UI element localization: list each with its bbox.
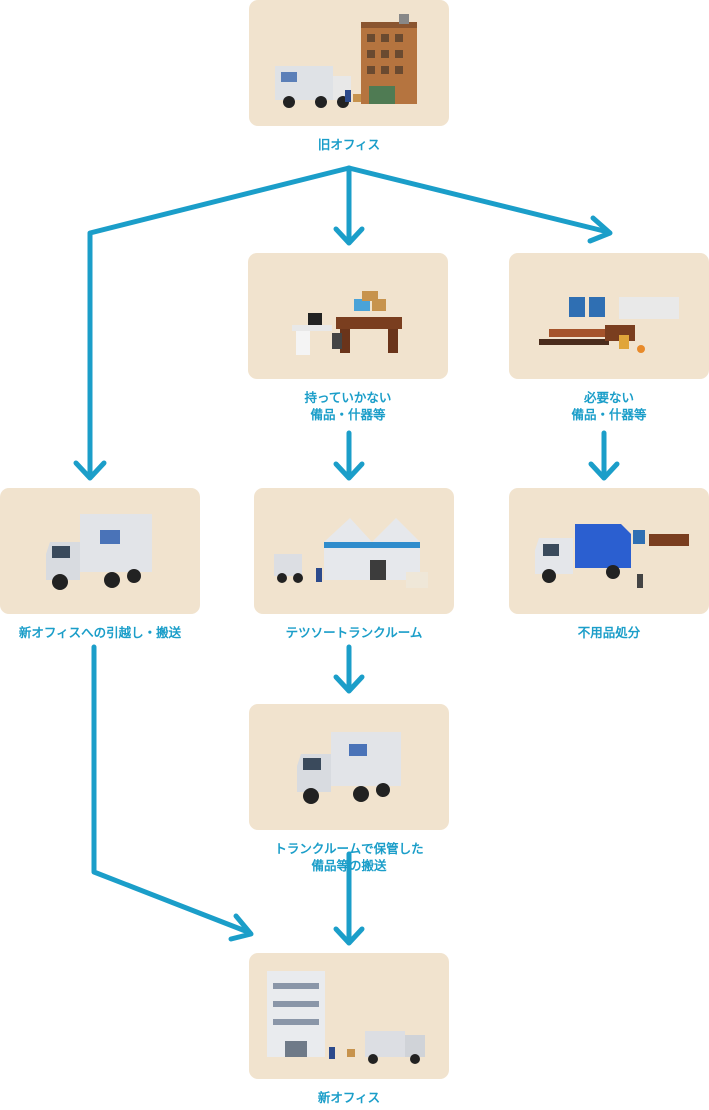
- arrowhead-new: [333, 926, 365, 946]
- node-new-office: 新オフィス: [249, 953, 449, 1106]
- new-office-photo: [249, 953, 449, 1079]
- new-office-label-line: 新オフィス: [317, 1090, 381, 1105]
- arrowhead-disposal: [588, 461, 620, 481]
- arrowhead-move-new: [73, 460, 107, 481]
- node-not-needed: 必要ない 備品・什器等: [509, 253, 709, 423]
- move-new-photo: [0, 488, 200, 614]
- node-not-taking: 持っていかない 備品・什器等: [248, 253, 448, 423]
- node-disposal: 不用品処分: [509, 488, 709, 641]
- node-trunk-room: テツソートランクルーム: [254, 488, 454, 641]
- disposal-label: 不用品処分: [509, 624, 709, 641]
- arrowhead-move-to-new-office: [228, 913, 254, 942]
- disposal-photo: [509, 488, 709, 614]
- trunk-room-label-line: テツソートランクルーム: [285, 625, 423, 640]
- transport-stored-label-line1: トランクルームで保管した: [274, 841, 424, 856]
- new-office-label: 新オフィス: [249, 1089, 449, 1106]
- node-move-new: 新オフィスへの引越し・搬送: [0, 488, 200, 641]
- arrowhead-not-needed: [587, 215, 613, 244]
- not-taking-label-line2: 備品・什器等: [310, 407, 386, 422]
- not-taking-label-line1: 持っていかない: [304, 390, 392, 405]
- not-taking-label: 持っていかない 備品・什器等: [248, 389, 448, 423]
- arrowhead-trunk: [333, 461, 365, 481]
- move-new-label-line: 新オフィスへの引越し・搬送: [18, 625, 182, 640]
- not-needed-photo: [509, 253, 709, 379]
- trunk-room-label: テツソートランクルーム: [254, 624, 454, 641]
- transport-stored-label-line2: 備品等の搬送: [311, 858, 387, 873]
- node-transport-stored: トランクルームで保管した 備品等の搬送: [249, 704, 449, 874]
- trunk-room-photo: [254, 488, 454, 614]
- disposal-label-line: 不用品処分: [577, 625, 641, 640]
- arrow-to-not-needed: [346, 165, 611, 235]
- node-old-office: 旧オフィス: [249, 0, 449, 153]
- transport-stored-photo: [249, 704, 449, 830]
- transport-stored-label: トランクルームで保管した 備品等の搬送: [249, 840, 449, 874]
- not-taking-photo: [248, 253, 448, 379]
- not-needed-label-line1: 必要ない: [583, 390, 634, 405]
- move-new-label: 新オフィスへの引越し・搬送: [0, 624, 200, 641]
- arrow-to-move-new: [87, 165, 352, 478]
- not-needed-label: 必要ない 備品・什器等: [509, 389, 709, 423]
- old-office-photo: [249, 0, 449, 126]
- old-office-label: 旧オフィス: [249, 136, 449, 153]
- old-office-label-line: 旧オフィス: [317, 137, 381, 152]
- not-needed-label-line2: 備品・什器等: [571, 407, 647, 422]
- arrowhead-not-taking: [333, 226, 365, 246]
- arrowhead-transport: [333, 674, 365, 694]
- arrow-move-to-new-office: [91, 644, 251, 935]
